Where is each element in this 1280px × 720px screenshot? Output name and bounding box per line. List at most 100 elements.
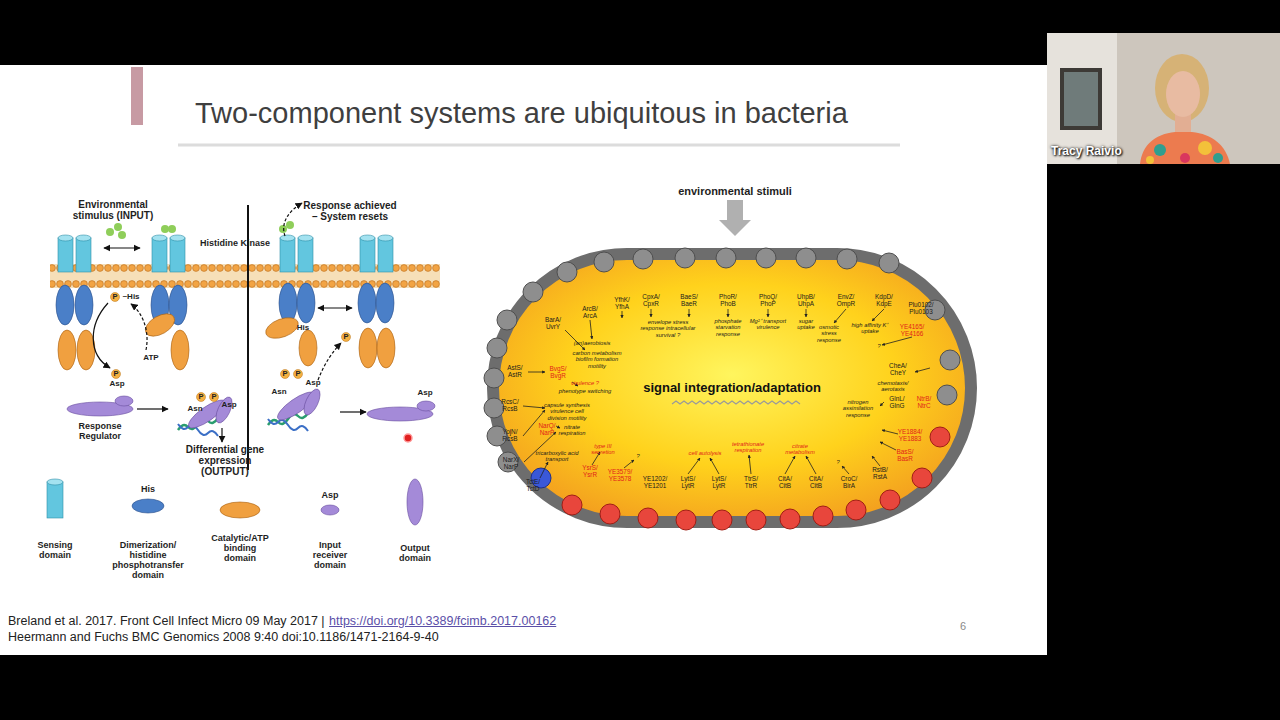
webcam-video [1166,71,1200,117]
stimulus-arrow [719,200,751,236]
laser-pointer [404,434,412,442]
webcam-video [1146,156,1154,164]
tcs-label: RstB/ RstA [867,466,893,480]
legend-shape [47,479,63,485]
tcs-label: NarX/ NarP [498,456,524,470]
tcs-label: GlnL/ GlnG [884,395,910,409]
membrane [50,264,440,272]
tcs-label: YE1202/ YE1201 [642,475,668,489]
pathway-arrow [221,428,222,442]
pathway-arrow [318,307,352,308]
tcs-label: EnvZ/ OmpR [833,293,859,307]
tcs-label: PhoQ/ PhoP [755,293,781,307]
histidine-kinase [152,235,167,241]
function-label: Mg²⁺ transport virulence [747,318,789,331]
accent-bar [131,67,143,125]
title-rule [178,145,900,146]
response-regulator [115,396,133,406]
residue-label: Asp [414,389,436,398]
histidine-kinase [360,238,375,272]
legend-text: Output domain [385,543,445,563]
ligand [114,223,122,231]
pathway-arrow [104,247,140,248]
tcs-label: CheA/ CheY [885,362,911,376]
response-regulator [268,419,308,431]
pathway-arrow [318,343,341,380]
tcs-label: CpxA/ CpxR [638,293,664,307]
function-label: virulence ? [560,380,610,386]
phosphate-label: P [294,370,303,378]
function-label: phosphate starvation response [708,318,748,337]
citation-link: https://doi.org/10.3389/fcimb.2017.00162 [329,614,556,628]
tcs-label: Plu0102/ Plu0103 [908,301,934,315]
laser-pointer [404,434,412,442]
response-regulator [67,402,133,416]
histidine-kinase [170,235,185,241]
histidine-kinase [76,235,91,241]
histidine-kinase [299,330,317,366]
membrane [50,264,440,288]
histidine-kinase [142,309,179,341]
function-label: nitrogen assimilation response [838,399,878,418]
histidine-kinase [152,238,167,272]
webcam-video [1213,153,1223,163]
phosphate-circle [294,370,303,379]
phosphate-circle [210,393,219,402]
legend-text: Sensing domain [25,540,85,560]
function-label: chemotaxis/ aerotaxis [873,380,913,393]
tcs-label: BaeS/ BaeR [676,293,702,307]
function-label: nitrate respiration [555,424,589,437]
residue-label: His [137,484,159,494]
phosphate-label: P [342,333,351,341]
tcs-label: YojN/ RcsB [497,428,523,442]
function-label: tetrathionate respiration [727,441,769,454]
speaker-name: Tracy Raivio [1051,145,1122,158]
tcs-label: TctE/ TctD [520,478,546,492]
tcs-label: CroC/ BirA [836,475,862,489]
function-label: high affinity K⁺ uptake [850,322,890,335]
tcs-label: KdpD/ KdpE [871,293,897,307]
tcs-label: LytS/ LytR [706,475,732,489]
phosphate-circle [111,293,351,402]
phosphate-circle [342,333,351,342]
histidine-kinase [297,283,315,323]
tcs-label: CitA/ CitB [803,475,829,489]
webcam-video [1155,54,1209,122]
function-label: tricarboxylic acid transport [529,450,585,463]
phosphate-label: P [111,293,120,301]
tcs-label: YE1884/ YE1883 [897,428,923,442]
pathway-arrow [137,408,168,409]
webcam-video [1198,141,1212,155]
histidine-kinase [75,285,93,325]
histidine-kinase [280,238,295,272]
tcs-label: AstS/ AstR [502,364,528,378]
tcs-label: YsrS/ YsrR [577,464,603,478]
histidine-kinase [170,238,185,272]
phosphate-circle [111,293,120,302]
function-label: ? [834,459,842,465]
legend-shape [220,502,260,518]
tcs-label: BarA/ UvrY [540,316,566,330]
histidine-kinase [376,283,394,323]
function-label: sugar uptake [792,318,820,331]
tcs-label: NarQ/ NarP [534,422,560,436]
tcs-label: YE4165/ YE4166 [899,323,925,337]
tcs-label: ArcB/ ArcA [577,305,603,319]
legend-shape [132,499,164,513]
ligand [161,225,169,233]
protein-label: Histidine Kinase [200,238,270,248]
function-label: envelope stress response intracellular s… [637,319,699,338]
tcs-label: LytS/ LytR [675,475,701,489]
histidine-kinase [360,235,375,241]
output-label: Differential gene expression (OUTPUT) [175,444,275,478]
histidine-kinase [58,238,73,272]
response-regulator [417,401,435,411]
phosphate-circle [112,370,121,379]
function-label: (an)aerobiosis [567,340,617,346]
response-regulator [367,407,433,421]
histidine-kinase [298,235,313,241]
legend-text: Input receiver domain [301,540,359,570]
histidine-kinase [169,285,187,325]
phosphate-label: P [112,370,121,378]
